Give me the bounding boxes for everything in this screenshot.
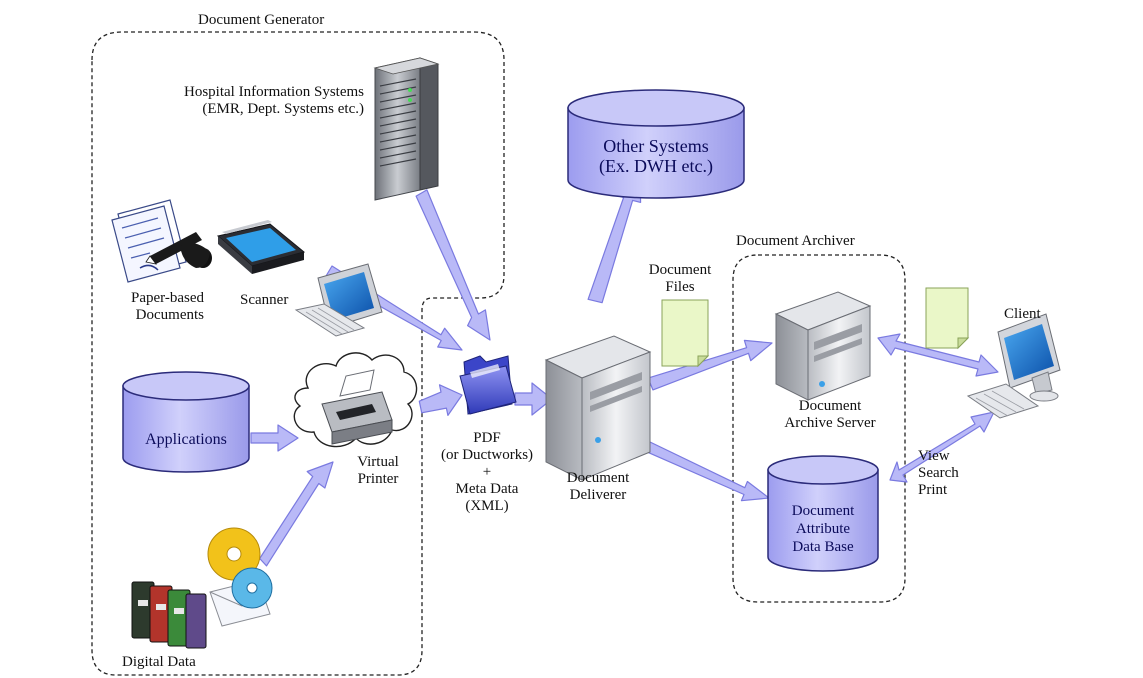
payload-line4: Meta Data xyxy=(455,481,519,497)
document-files-label: Document Files xyxy=(640,262,720,296)
arrow-deliverer-to-archive xyxy=(647,339,773,391)
printer-icon xyxy=(321,369,393,445)
archive-server-line1: Document xyxy=(798,398,862,414)
his-label-line1: Hospital Information Systems xyxy=(184,84,364,100)
paper-documents-label-line2: Documents xyxy=(135,307,204,323)
arrow-printer-to-folder xyxy=(418,384,463,416)
client-actions-label: View Search Print xyxy=(918,448,959,499)
payload-label: PDF (or Ductworks) + Meta Data (XML) xyxy=(432,430,542,515)
attribute-db-line1: Document xyxy=(791,503,855,519)
deliverer-label-line1: Document xyxy=(566,470,630,486)
deliverer-server-icon xyxy=(544,335,652,481)
deliverer-label: Document Deliverer xyxy=(548,470,648,504)
paper-documents-icon xyxy=(111,199,212,283)
arrow-apps-to-printer xyxy=(250,424,299,452)
arrow-digital-to-printer xyxy=(259,461,334,567)
payload-line5: (XML) xyxy=(465,498,509,514)
document-generator-title: Document Generator xyxy=(198,12,325,28)
digital-data-label: Digital Data xyxy=(122,654,196,670)
archive-server-label: Document Archive Server xyxy=(770,398,890,432)
deliverer-label-line2: Deliverer xyxy=(569,487,627,503)
document-files-line1: Document xyxy=(648,262,712,278)
arrow-his-to-folder xyxy=(415,189,491,341)
client-pc-icon xyxy=(966,313,1061,419)
other-systems-line1: Other Systems xyxy=(603,136,709,156)
payload-line3: + xyxy=(482,464,492,480)
scanner-icon xyxy=(216,220,306,274)
attribute-db-line2: Attribute xyxy=(795,521,851,537)
paper-documents-label: Paper-based Documents xyxy=(100,290,204,324)
arrows xyxy=(250,177,999,567)
client-action-print: Print xyxy=(918,482,948,498)
attribute-db-line3: Data Base xyxy=(792,539,854,555)
payload-line2: (or Ductworks) xyxy=(440,447,534,463)
digital-data-icon xyxy=(131,527,273,649)
scanner-pc-icon xyxy=(294,263,383,337)
client-action-view: View xyxy=(918,448,950,464)
virtual-printer-label-line2: Printer xyxy=(357,471,399,487)
document-archiver-boundary xyxy=(732,254,906,603)
his-label-line2: (EMR, Dept. Systems etc.) xyxy=(202,101,364,117)
cylinder-other-systems xyxy=(567,89,745,199)
payload-line1: PDF xyxy=(473,430,501,446)
document-archiver-title: Document Archiver xyxy=(736,233,855,249)
document-file-icon xyxy=(661,299,710,368)
folder-icon xyxy=(459,355,517,415)
cylinder-applications xyxy=(122,371,250,473)
client-document-icon xyxy=(925,287,970,350)
his-rack-server-icon xyxy=(373,57,440,201)
attribute-db-label: Document Attribute Data Base xyxy=(768,502,878,556)
virtual-printer-label-line1: Virtual xyxy=(357,454,399,470)
client-label: Client xyxy=(1004,306,1041,322)
archive-server-icon xyxy=(774,291,872,401)
arrow-folder-to-deliverer xyxy=(514,382,553,416)
document-files-line2: Files xyxy=(665,279,695,295)
other-systems-label: Other Systems (Ex. DWH etc.) xyxy=(568,136,744,176)
virtual-printer-label: Virtual Printer xyxy=(338,454,418,488)
arrow-archive-client xyxy=(877,333,999,377)
other-systems-line2: (Ex. DWH etc.) xyxy=(599,156,713,176)
scanner-label: Scanner xyxy=(240,292,289,308)
cylinder-attribute-db xyxy=(767,455,879,572)
paper-documents-label-line1: Paper-based xyxy=(130,290,204,306)
his-label: Hospital Information Systems (EMR, Dept.… xyxy=(110,84,364,118)
applications-label: Applications xyxy=(145,431,227,448)
client-action-search: Search xyxy=(918,465,959,481)
archive-server-line2: Archive Server xyxy=(784,415,876,431)
document-generator-boundary xyxy=(91,31,505,676)
